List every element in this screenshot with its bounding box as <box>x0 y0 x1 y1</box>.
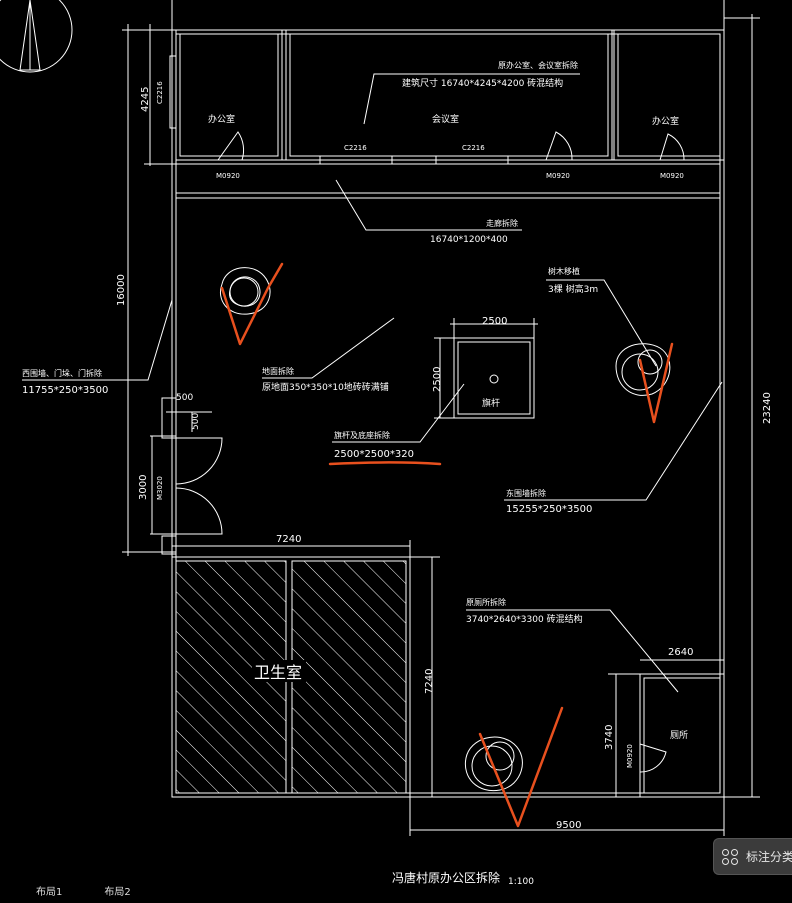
north-arrow-icon <box>0 0 73 73</box>
dim-2500-h: 2500 <box>432 367 443 392</box>
dim-9500: 9500 <box>556 820 581 831</box>
note-flagpole-size: 2500*2500*320 <box>334 449 414 460</box>
door-tag-m0920-d: M0920 <box>626 744 634 768</box>
note-tree-spec: 3棵 树高3m <box>548 283 598 295</box>
door-tag-m3020: M3020 <box>156 476 164 500</box>
dimension-left <box>122 24 176 556</box>
leader-east-wall <box>504 381 723 501</box>
note-west-wall: 西围墙、门垛、门拆除 <box>22 368 102 378</box>
leader-west-wall <box>22 299 173 381</box>
tab-layout2[interactable]: 布局2 <box>104 887 131 898</box>
room-label-office-left: 办公室 <box>208 113 235 125</box>
note-west-wall-size: 11755*250*3500 <box>22 385 108 396</box>
drawing-title: 冯唐村原办公区拆除 <box>392 870 500 885</box>
leader-flagpole <box>332 383 465 443</box>
dim-500-b: 500 <box>191 413 201 430</box>
note-floor-spec: 原地面350*350*10地砖砖满铺 <box>262 381 389 393</box>
dim-23240: 23240 <box>762 392 773 424</box>
room-label-wc: 厕所 <box>670 730 688 741</box>
dim-3000: 3000 <box>138 475 149 500</box>
dim-2640: 2640 <box>668 647 693 658</box>
room-label-meeting: 会议室 <box>432 113 459 125</box>
leader-corridor <box>335 179 522 231</box>
annotate-category-label: 标注分类 <box>746 850 792 864</box>
dim-2500-w: 2500 <box>482 316 507 327</box>
tree-3-icon <box>464 736 523 792</box>
dimension-bottom <box>409 797 725 836</box>
annotate-category-button[interactable]: 标注分类 <box>713 838 792 875</box>
dim-7240-top: 7240 <box>276 534 301 545</box>
leader-wc <box>466 609 679 693</box>
note-office-demo: 原办公室、会议室拆除 <box>498 60 578 70</box>
room-label-toilet: 卫生室 <box>254 663 302 682</box>
window-tag-c2216-b: C2216 <box>462 144 485 152</box>
dimension-right <box>724 14 760 798</box>
door-tag-m0920-c: M0920 <box>660 172 684 180</box>
note-floor-demo: 地面拆除 <box>262 366 294 376</box>
door-tag-m0920-a: M0920 <box>216 172 240 180</box>
office-building <box>169 29 725 165</box>
note-east-wall-size: 15255*250*3500 <box>506 504 592 515</box>
drawing-scale: 1:100 <box>508 877 534 887</box>
leader-office-demo <box>363 73 580 125</box>
note-office-size: 建筑尺寸 16740*4245*4200 砖混结构 <box>402 77 563 89</box>
door-tag-m0920-b: M0920 <box>546 172 570 180</box>
grid-icon <box>722 848 738 865</box>
tree-1-icon <box>220 267 271 315</box>
west-gate <box>150 397 223 555</box>
red-check-mark-1 <box>220 262 284 346</box>
window-tag-c2216-c: C2216 <box>156 81 164 104</box>
note-east-wall: 东围墙拆除 <box>506 488 546 498</box>
leader-floor-demo <box>262 317 395 379</box>
dim-4245: 4245 <box>140 87 151 112</box>
dim-7240-side: 7240 <box>424 669 435 694</box>
dim-3740: 3740 <box>604 725 615 750</box>
room-label-office-right: 办公室 <box>652 115 679 127</box>
flagpole-base <box>434 318 538 419</box>
note-wc-demo: 原厕所拆除 <box>466 597 506 607</box>
dim-500-a: 500 <box>176 393 193 403</box>
toilet-building <box>171 540 440 798</box>
note-corridor-demo: 走廊拆除 <box>486 218 518 228</box>
tab-layout1[interactable]: 布局1 <box>36 887 63 898</box>
room-label-flagpole: 旗杆 <box>482 397 500 409</box>
layout-tabs: 布局1 布局2 <box>0 887 792 899</box>
window-tag-c2216-a: C2216 <box>344 144 367 152</box>
red-check-mark-2 <box>638 342 674 424</box>
red-underline <box>328 461 442 466</box>
tree-2-icon <box>615 343 671 396</box>
note-tree-move: 树木移植 <box>548 266 580 276</box>
wc-building <box>608 659 725 798</box>
dim-16000: 16000 <box>116 274 127 306</box>
leader-tree <box>546 279 657 367</box>
note-corridor-size: 16740*1200*400 <box>430 235 508 245</box>
note-wc-size: 3740*2640*3300 砖混结构 <box>466 613 583 625</box>
red-check-mark-3 <box>478 706 564 828</box>
toilet-label-bg <box>252 660 306 682</box>
note-flagpole-demo: 旗杆及底座拆除 <box>334 430 390 440</box>
